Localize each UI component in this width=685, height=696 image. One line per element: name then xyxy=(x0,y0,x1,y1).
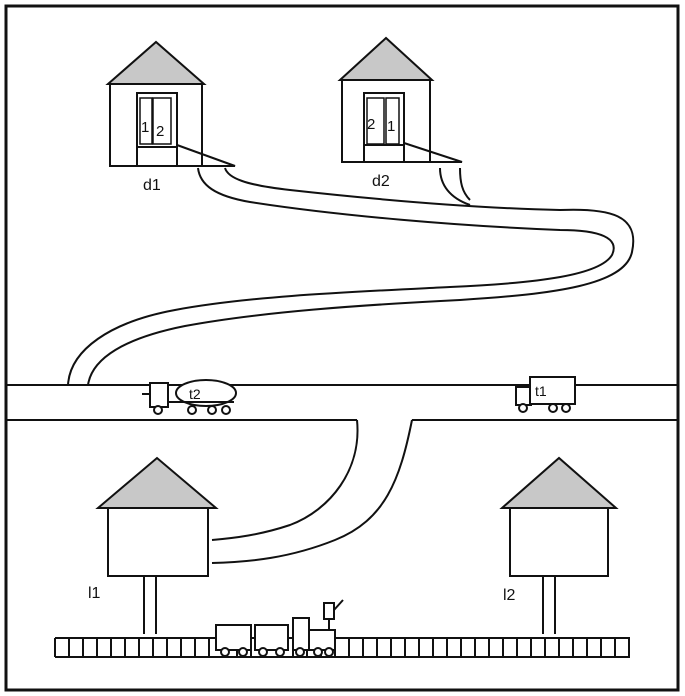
depot-d2-door-right: 1 xyxy=(387,118,395,135)
depot-d2: 2 1 d2 xyxy=(337,36,463,190)
train xyxy=(215,599,344,657)
location-l1-label: l1 xyxy=(88,585,101,602)
train-locomotive xyxy=(292,599,344,657)
depot-d2-label: d2 xyxy=(372,173,390,190)
railway-track xyxy=(54,637,630,658)
train-car-1 xyxy=(215,624,252,651)
road-to-depots xyxy=(67,167,635,386)
main-road xyxy=(6,384,678,421)
location-l2-label: l2 xyxy=(503,587,516,604)
location-l1: l1 xyxy=(88,456,219,634)
depot-d2-door-left: 2 xyxy=(367,116,375,133)
location-l2: l2 xyxy=(499,456,619,634)
train-car-2 xyxy=(254,624,289,651)
depot-d1-label: d1 xyxy=(143,177,161,194)
depot-d1: 1 2 d1 xyxy=(105,40,236,194)
road-to-l1 xyxy=(211,419,413,564)
outer-frame xyxy=(4,4,680,692)
depot-d1-door-left: 1 xyxy=(141,119,149,136)
truck-t1-label: t1 xyxy=(535,383,547,399)
depot-d1-door-right: 2 xyxy=(156,123,164,140)
truck-t1: t1 xyxy=(515,376,576,413)
truck-t2-label: t2 xyxy=(189,386,201,402)
truck-t2: t2 xyxy=(142,379,237,415)
